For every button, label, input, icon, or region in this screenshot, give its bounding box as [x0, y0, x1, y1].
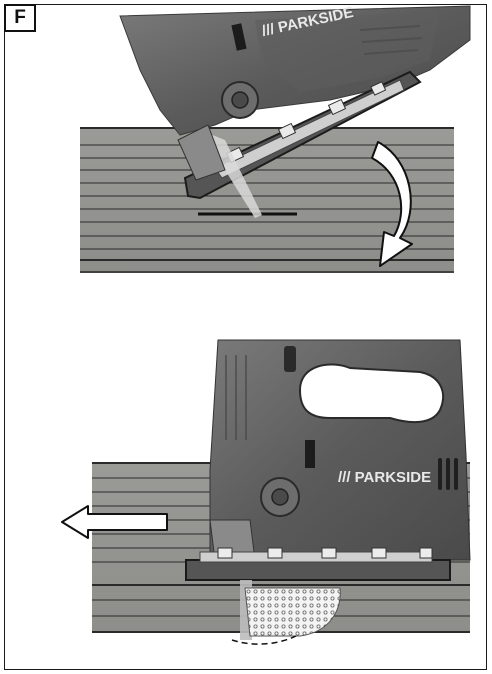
- rotate-arrow: [371, 141, 413, 267]
- brand-text-bottom: /// PARKSIDE: [338, 469, 431, 486]
- bottom-scene: /// PARKSIDE: [61, 339, 471, 645]
- cut-region: [231, 587, 341, 645]
- figure-frame: [4, 4, 487, 670]
- handle-opening: [298, 363, 445, 424]
- push-direction-arrow: [61, 505, 168, 539]
- jigsaw-tilted: /// PARKSIDE: [119, 4, 471, 218]
- trigger-switch: [284, 346, 296, 372]
- figure-label: F: [4, 4, 36, 32]
- vents: [438, 458, 458, 490]
- base-plate-bottom: [185, 559, 451, 581]
- jigsaw-upright: /// PARKSIDE: [185, 339, 471, 640]
- top-scene: /// PARKSIDE: [80, 4, 471, 273]
